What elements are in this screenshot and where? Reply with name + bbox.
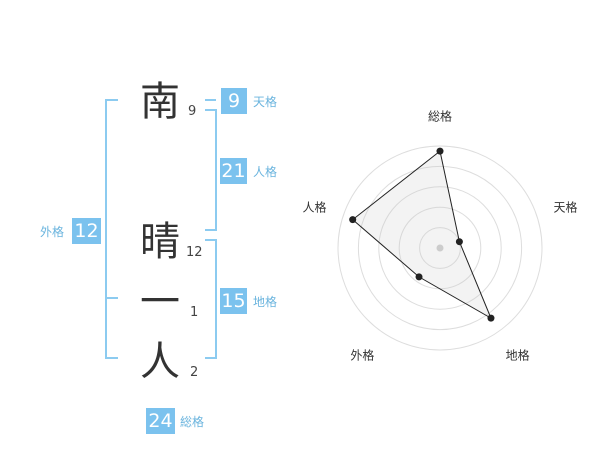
gaikaku-badge: 12 xyxy=(72,218,101,244)
jinkaku-label: 人格 xyxy=(253,165,278,179)
radar-ring-3 xyxy=(378,186,502,310)
radar-ring-4 xyxy=(357,165,523,331)
gaikaku-label: 外格 xyxy=(40,225,65,239)
radar-axis-label-5: 人格 xyxy=(302,200,327,215)
radar-axis-label-4: 外格 xyxy=(350,348,375,363)
tenkaku-badge: 9 xyxy=(221,88,247,114)
soukaku-badge: 24 xyxy=(146,408,175,434)
stroke-count-4: 2 xyxy=(190,365,199,380)
chikaku-badge: 15 xyxy=(220,288,247,314)
radar-series-polygon xyxy=(351,150,492,320)
radar-ring-1 xyxy=(419,227,461,269)
stroke-count-2: 12 xyxy=(186,245,203,260)
chikaku-label: 地格 xyxy=(253,295,278,309)
jinkaku-badge: 21 xyxy=(220,158,247,184)
chikaku-bracket xyxy=(205,239,217,359)
radar-axis-label-2: 天格 xyxy=(553,200,578,215)
tenkaku-label: 天格 xyxy=(253,95,278,109)
stroke-count-1: 9 xyxy=(188,104,197,119)
radar-point-4 xyxy=(415,273,423,281)
gaikaku-bracket xyxy=(105,99,118,359)
radar-axis-label-1: 総格 xyxy=(427,109,453,124)
radar-point-2 xyxy=(455,238,463,246)
radar-point-1 xyxy=(436,147,444,155)
name-char-3: 一 xyxy=(140,279,180,325)
radar-center-dot xyxy=(436,244,444,252)
radar-axis-label-3: 地格 xyxy=(505,348,530,363)
name-char-1: 南 xyxy=(140,79,180,125)
name-char-2: 晴 xyxy=(140,219,180,265)
soukaku-label: 総格 xyxy=(180,415,205,429)
radar-point-3 xyxy=(487,314,495,322)
jinkaku-bracket xyxy=(205,109,217,231)
stroke-count-3: 1 xyxy=(190,305,199,320)
name-char-4: 人 xyxy=(140,339,180,385)
radar-point-5 xyxy=(349,216,357,224)
